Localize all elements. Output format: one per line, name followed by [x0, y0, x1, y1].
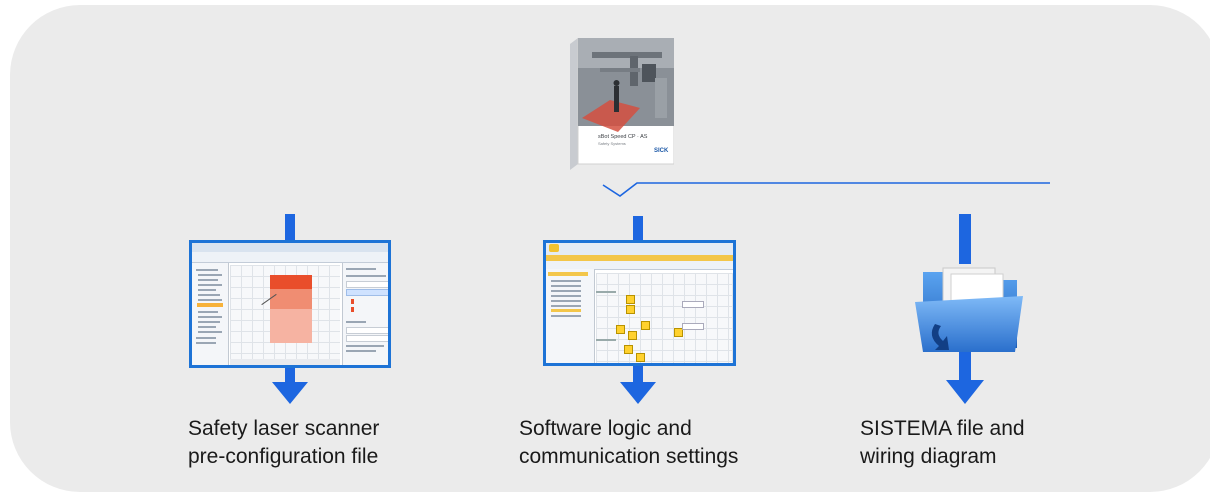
- product-box-title: sBot Speed CP · AS: [598, 134, 648, 140]
- caption-logic: Software logic and communication setting…: [519, 415, 738, 471]
- tab-strip: [546, 255, 733, 261]
- open-folder-icon: [915, 267, 1023, 352]
- logic-canvas: [596, 273, 733, 363]
- sick-logo: SICK: [654, 148, 669, 154]
- product-box-illustration: sBot Speed CP · AS Safety Systems SICK: [570, 37, 675, 170]
- caption-scanner-line2: pre-configuration file: [188, 445, 379, 468]
- logic-editor-window: [543, 240, 736, 366]
- scanner-configuration-window: [189, 240, 391, 368]
- caption-scanner: Safety laser scanner pre-configuration f…: [188, 415, 379, 471]
- field-editor-canvas: [230, 265, 340, 359]
- navigation-tree: [192, 263, 229, 365]
- caption-sistema-line2: wiring diagram: [860, 445, 997, 468]
- caption-logic-line1: Software logic and: [519, 417, 692, 440]
- connector-line: [602, 182, 1050, 197]
- caption-scanner-line1: Safety laser scanner: [188, 417, 380, 440]
- caption-sistema-line1: SISTEMA file and: [860, 417, 1025, 440]
- product-box-subtitle: Safety Systems: [598, 141, 626, 146]
- arrow-in-logic: [633, 216, 643, 244]
- arrow-in-sistema: [959, 214, 971, 264]
- caption-sistema: SISTEMA file and wiring diagram: [860, 415, 1025, 471]
- arrow-in-scanner: [285, 214, 295, 244]
- product-box: sBot Speed CP · AS Safety Systems SICK: [570, 37, 675, 170]
- arrow-out-logic: [620, 362, 656, 404]
- logic-tree: [546, 269, 595, 363]
- app-logo-icon: [549, 244, 559, 252]
- window-ribbon: [546, 261, 733, 270]
- window-ribbon: [192, 252, 388, 263]
- properties-panel: [342, 263, 388, 365]
- arrow-out-scanner: [272, 362, 308, 404]
- caption-logic-line2: communication settings: [519, 445, 739, 468]
- arrow-out-sistema: [946, 350, 984, 404]
